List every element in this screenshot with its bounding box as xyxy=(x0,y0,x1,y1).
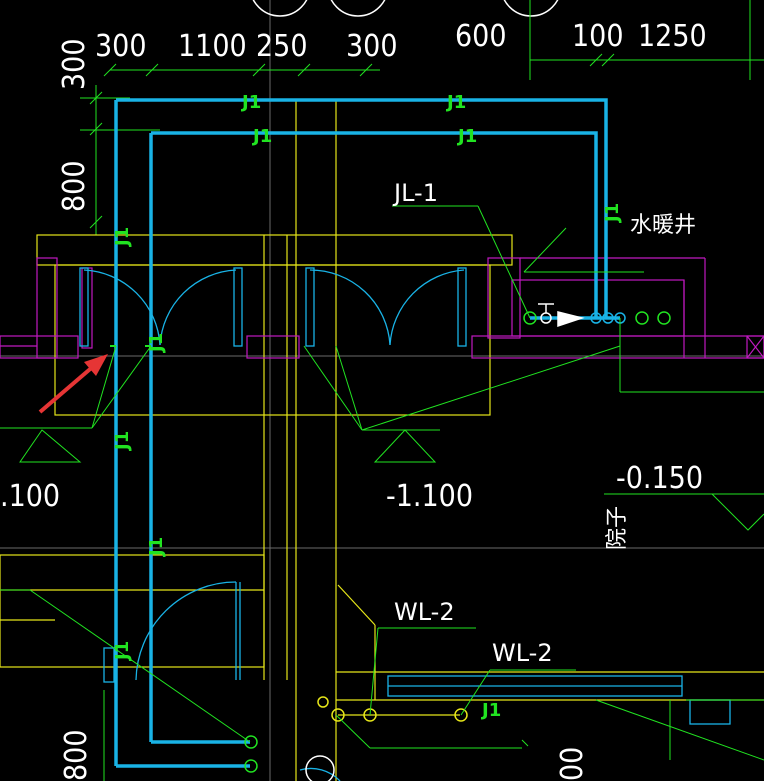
pipe-label-j1: J1 xyxy=(112,227,133,248)
elevation-center: -1.100 xyxy=(386,479,473,514)
pipe-label-j1: J1 xyxy=(480,700,501,721)
elevation-right: -0.150 xyxy=(616,461,703,496)
dimension-top-5: 600 xyxy=(455,19,507,54)
elevation-left: .100 xyxy=(0,479,60,514)
dimension-left-1: 300 xyxy=(57,38,92,90)
pipe-label-j1: J1 xyxy=(240,92,261,113)
red-arrow-icon xyxy=(38,354,108,414)
pipe-label-j1: J1 xyxy=(602,203,623,224)
pipe-label-j1: J1 xyxy=(251,126,272,147)
pipe-label-j1: J1 xyxy=(146,333,167,354)
dimension-top-7: 1250 xyxy=(638,19,707,54)
room-label-yard: 院子 xyxy=(605,506,630,550)
dimension-bottom-left: 800 xyxy=(59,729,94,781)
dimension-top-3: 250 xyxy=(256,29,308,64)
leader-lines xyxy=(0,205,764,781)
door-swings xyxy=(79,267,731,781)
room-label-plumbing-shaft: 水暖井 xyxy=(630,213,696,238)
dimension-top-1: 300 xyxy=(95,29,147,64)
pipe-label-j1: J1 xyxy=(445,92,466,113)
dimension-left-2: 800 xyxy=(57,160,92,212)
riser-label-wl2: WL-2 xyxy=(492,639,553,667)
riser-label-wl2: WL-2 xyxy=(394,598,455,626)
dimension-top-6: 100 xyxy=(572,19,624,54)
riser-label-jl1: JL-1 xyxy=(392,179,438,207)
pipe-fixtures xyxy=(244,303,671,781)
dimension-top-4: 300 xyxy=(346,29,398,64)
pipe-label-j1: J1 xyxy=(112,431,133,452)
water-supply-pipes xyxy=(114,98,620,768)
grid-bubbles xyxy=(252,0,559,17)
dimension-top-2: 1100 xyxy=(178,29,247,64)
magenta-walls xyxy=(0,257,764,359)
pipe-label-j1: J1 xyxy=(112,641,133,662)
pipe-label-j1: J1 xyxy=(146,537,167,558)
dimension-lines xyxy=(80,0,764,235)
pipe-label-j1: J1 xyxy=(456,126,477,147)
dimension-bottom-right: 00 xyxy=(555,747,590,781)
